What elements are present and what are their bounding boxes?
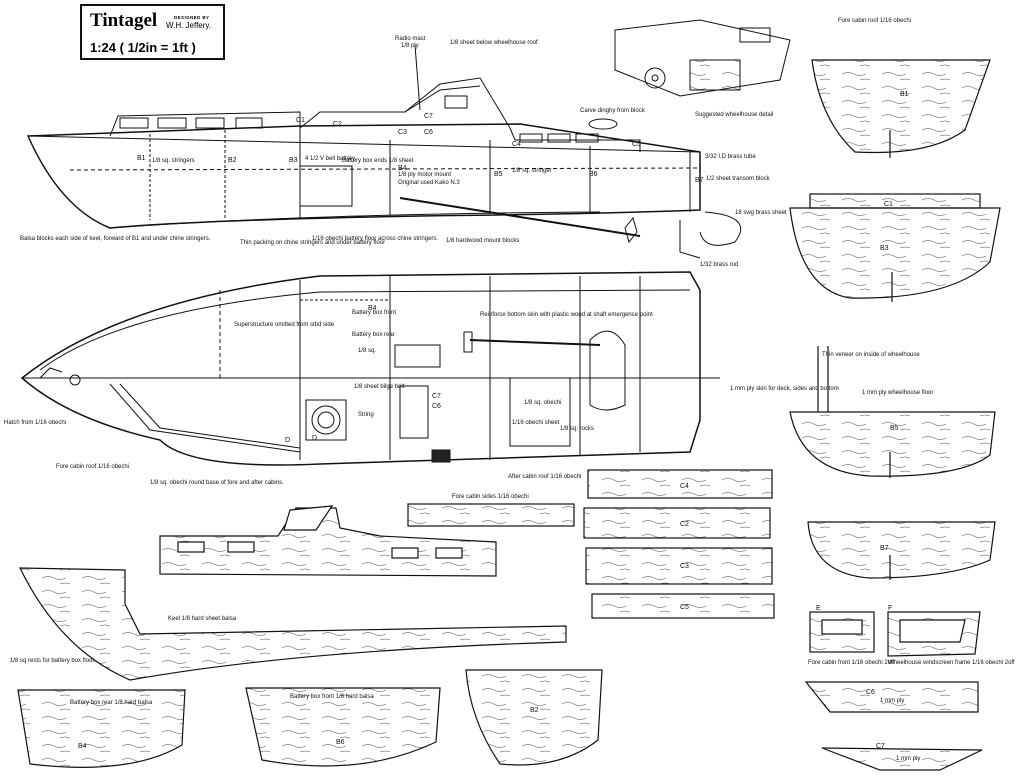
label-thin-veneer: Thin veneer on inside of wheelhouse bbox=[822, 352, 920, 358]
label-battery-box-front: Battery box front bbox=[352, 310, 396, 316]
plan-d: D bbox=[312, 435, 317, 442]
part-c5: C5 bbox=[680, 604, 689, 611]
parts-sheet bbox=[17, 469, 983, 771]
label-brass-rod: 1/32 brass rod bbox=[700, 262, 738, 268]
label-string: String bbox=[358, 412, 374, 418]
part-b1: B1 bbox=[900, 91, 909, 98]
label-suggested-wheelhouse: Suggested wheelhouse detail bbox=[695, 112, 773, 118]
part-c1: C1 bbox=[884, 201, 893, 208]
label-sheet-below-wheelhouse: 1/8 sheet below wheelhouse roof bbox=[450, 40, 538, 46]
label-fore-cabin-roof-top: Fore cabin roof 1/16 obechi bbox=[838, 18, 911, 24]
label-ply-1mm-b: 1 mm ply bbox=[896, 756, 920, 762]
part-number-labels: B1 C1 B3 B5 B7 C4 C2 C3 C5 C6 C7 B4 B6 B… bbox=[78, 91, 909, 750]
label-hardwood-mount: 1/8 hardwood mount blocks bbox=[446, 238, 519, 244]
part-c3: C3 bbox=[680, 563, 689, 570]
label-battery-box-ends: Battery box ends 1/8 sheet bbox=[342, 158, 414, 164]
side-b5: B5 bbox=[494, 171, 503, 178]
plan-b4: B4 bbox=[368, 305, 377, 312]
label-bb-rear-bottom: Battery box rear 1/8 hard balsa bbox=[70, 700, 153, 706]
label-fore-cabin-roof: Fore cabin roof 1/16 obechi bbox=[56, 464, 129, 470]
label-round-bose: 1/8 sq. obechi round base of fore and af… bbox=[150, 480, 284, 486]
label-windscreen: Wheelhouse windscreen frame 1/16 obechi … bbox=[888, 660, 1015, 666]
label-sheet-bilge-belt: 1/8 sheet bilge belt bbox=[354, 384, 405, 390]
side-b3: B3 bbox=[289, 157, 298, 164]
label-sq-stringers: 1/8 sq. stringers bbox=[152, 158, 195, 164]
scale-label: 1:24 ( 1/2in = 1ft ) bbox=[90, 40, 196, 55]
label-after-cabin-roof: After cabin roof 1/16 obechi bbox=[508, 474, 581, 480]
plan-view bbox=[20, 271, 720, 466]
plan-c7: C7 bbox=[432, 393, 441, 400]
label-radio-mast-ply: 1/8 ply bbox=[401, 43, 419, 49]
side-c5: C5 bbox=[632, 141, 641, 148]
label-sq: 1/8 sq. bbox=[358, 348, 376, 354]
side-b6: B6 bbox=[589, 171, 598, 178]
bulkhead-profiles bbox=[789, 59, 1001, 580]
label-sq-stringer: 1/8 sq. stringer bbox=[512, 168, 552, 174]
part-c6: C6 bbox=[866, 689, 875, 696]
side-c2: C2 bbox=[333, 121, 342, 128]
label-keel: Keel 1/8 hard sheet balsa bbox=[168, 616, 237, 622]
plan-title: Tintagel bbox=[90, 10, 158, 31]
part-b2: B2 bbox=[530, 707, 539, 714]
label-battery: 4 1/2 V bell battery. bbox=[305, 156, 357, 162]
label-ply-1mm: 1 mm ply bbox=[880, 698, 904, 704]
label-brass-sheet: 18 swg brass sheet bbox=[735, 210, 787, 216]
label-carve-dinghy: Carve dinghy from block bbox=[580, 108, 646, 114]
label-ply-skin: 1 mm ply skin for deck, sides and bottom bbox=[730, 386, 839, 392]
part-c7: C7 bbox=[876, 743, 885, 750]
part-b7: B7 bbox=[880, 545, 889, 552]
part-c4: C4 bbox=[680, 483, 689, 490]
label-balsa-blocks: Balsa blocks each side of keel, forward … bbox=[20, 236, 211, 242]
label-transom-block: 1/2 sheet transom block bbox=[706, 176, 771, 182]
label-radio-mast: Radio mast bbox=[395, 36, 426, 42]
label-obechi-sheet: 1/16 obechi sheet bbox=[512, 420, 560, 426]
part-b4: B4 bbox=[78, 743, 87, 750]
label-hatch: Hatch from 1/16 obechi bbox=[4, 420, 66, 426]
side-b4: B4 bbox=[398, 165, 407, 172]
side-b1: B1 bbox=[137, 155, 146, 162]
label-brass-tube: 3/32 I.D brass tube bbox=[705, 154, 756, 160]
label-fore-cabin-front: Fore cabin front 1/16 obechi 2off bbox=[808, 660, 895, 666]
part-b5: B5 bbox=[890, 425, 899, 432]
label-superstructure: Superstructure omitted from stbd side bbox=[234, 322, 335, 328]
label-bb-front-bottom: Battery box front 1/8 hard balsa bbox=[290, 694, 374, 700]
side-elevation bbox=[26, 44, 742, 259]
side-c7: C7 bbox=[424, 113, 433, 120]
label-wheelhouse-floor: 1 mm ply wheelhouse floor bbox=[862, 390, 933, 396]
part-d: D bbox=[285, 437, 290, 444]
designer-name: W.H. Jeffery. bbox=[166, 21, 212, 30]
label-reinforce: Reinforce bottom skin with plastic wood … bbox=[480, 312, 653, 318]
part-e: E bbox=[816, 605, 821, 612]
part-c2: C2 bbox=[680, 521, 689, 528]
side-c3: C3 bbox=[398, 129, 407, 136]
label-fore-cabin-sides: Fore cabin sides 1/16 obechi bbox=[452, 494, 529, 500]
label-packing: Thin packing on chine stringers and unde… bbox=[240, 240, 385, 246]
label-original-motor: Original used Kako N.3 bbox=[398, 180, 460, 186]
designed-by-label: DESIGNED BY bbox=[174, 15, 210, 20]
label-sq-obechi: 1/8 sq. obechi bbox=[524, 400, 561, 406]
side-b7: B7 bbox=[695, 177, 704, 184]
side-c1: C1 bbox=[296, 117, 305, 124]
annotation-labels: Radio mast 1/8 ply 1/8 sheet below wheel… bbox=[4, 18, 1015, 762]
plan-c6: C6 bbox=[432, 403, 441, 410]
part-f: F bbox=[888, 605, 892, 612]
part-b3: B3 bbox=[880, 245, 889, 252]
wheelhouse-detail bbox=[614, 19, 791, 97]
label-battery-box-rear: Battery box rear bbox=[352, 332, 395, 338]
side-b2: B2 bbox=[228, 157, 237, 164]
label-motor-mount: 1/8 ply motor mount bbox=[398, 172, 451, 178]
part-b6: B6 bbox=[336, 739, 345, 746]
label-battery-floor: 1/16 obechi battery floor across chine s… bbox=[312, 236, 438, 242]
label-sq-rests: 1/8 sq rests for battery box floor. bbox=[10, 658, 96, 664]
label-sq-rocks: 1/8 sq. rocks bbox=[560, 426, 594, 432]
title-block: Tintagel DESIGNED BY W.H. Jeffery. 1:24 … bbox=[80, 4, 225, 60]
side-c4: C4 bbox=[512, 141, 521, 148]
side-c6: C6 bbox=[424, 129, 433, 136]
